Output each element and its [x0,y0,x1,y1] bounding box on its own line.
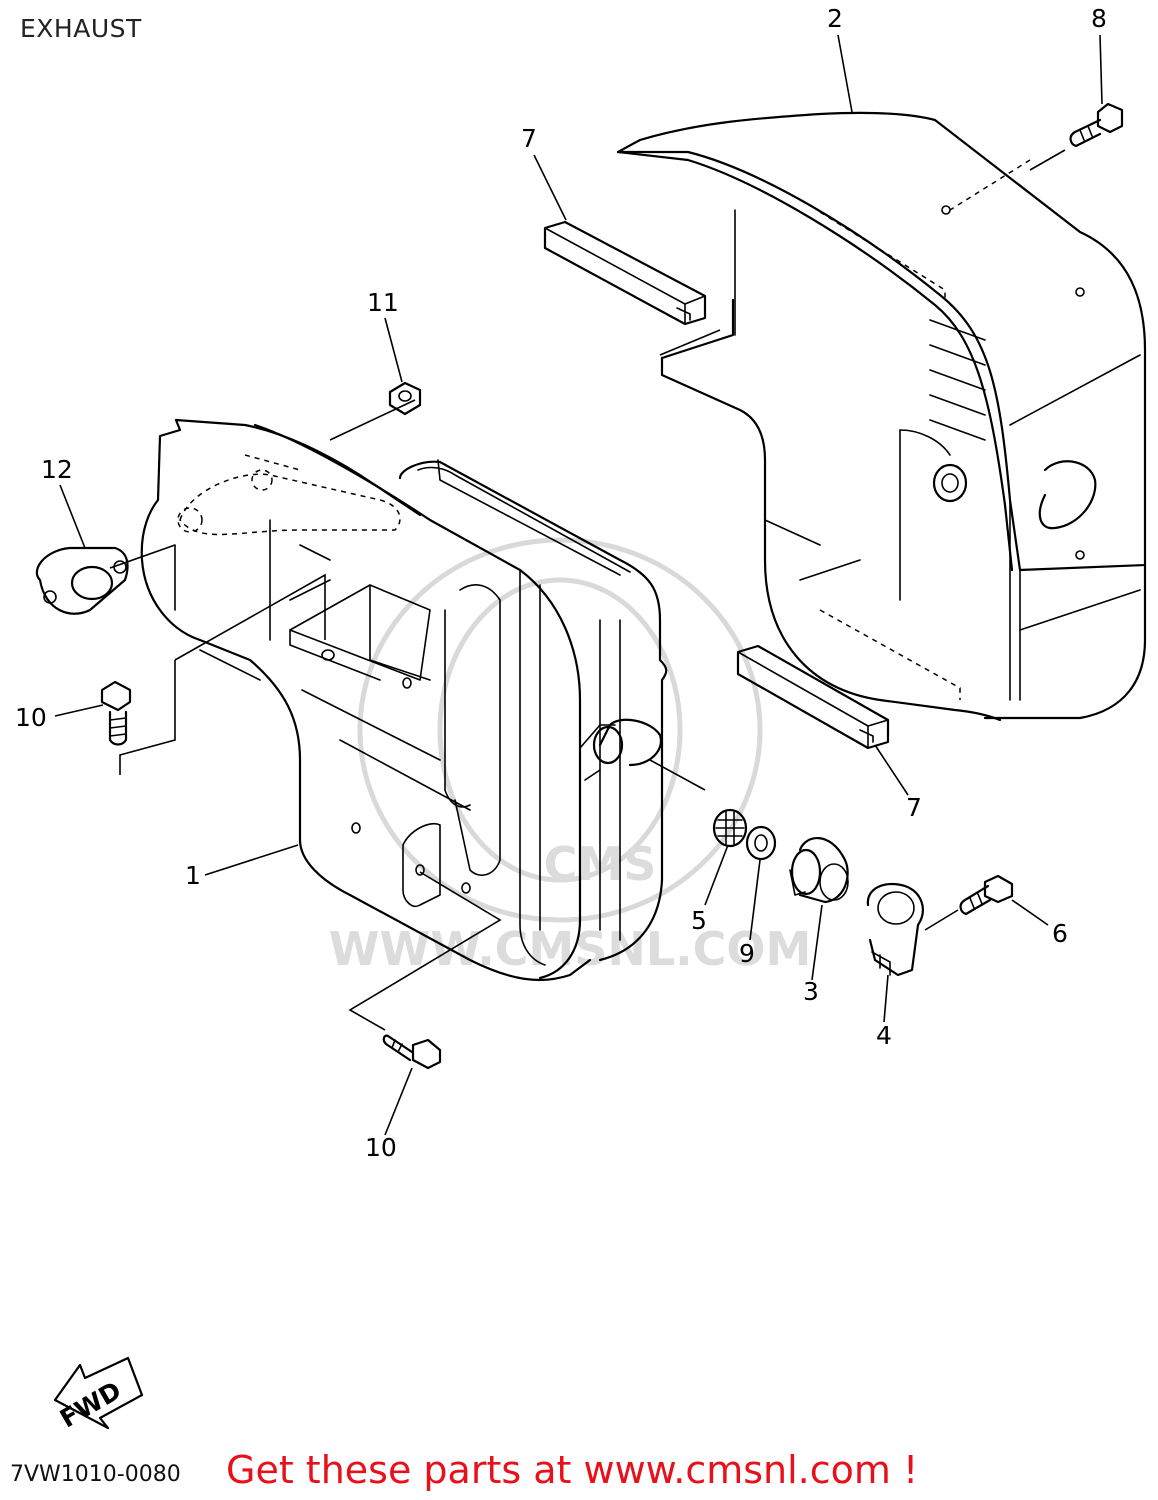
part-11-nut [388,381,422,416]
part-10-bolt-left [100,680,132,746]
part-1-muffler [140,418,668,982]
cmsnl-parts-link[interactable]: Get these parts at www.cmsnl.com ! [226,1448,919,1492]
part-7-rubber-strip-lower [736,644,890,750]
callout-1: 1 [185,861,201,890]
part-9-washer [745,825,777,861]
callout-11: 11 [367,288,399,317]
page-title: EXHAUST [20,14,142,43]
part-5-screen [712,808,748,848]
callout-7-lower: 7 [906,793,922,822]
part-3-cap [789,837,849,904]
callout-10-bottom: 10 [365,1133,397,1162]
part-4-clamp [866,882,924,977]
diagram-code: 7VW1010-0080 [10,1462,181,1487]
callout-6: 6 [1052,919,1068,948]
callout-9: 9 [739,939,755,968]
part-6-bolt [959,874,1014,916]
part-12-gasket [35,546,129,615]
callout-2: 2 [827,4,843,33]
callout-4: 4 [876,1021,892,1050]
callouts: 1 2 3 4 5 6 7 7 8 9 10 10 11 12 [15,4,1107,1162]
part-8-screw [1069,102,1124,148]
part-10-bolt-bottom [382,1034,442,1070]
part-2-heat-guard [616,111,1147,722]
callout-12: 12 [41,455,73,484]
part-7-rubber-strip-upper [543,220,721,356]
callout-8: 8 [1091,4,1107,33]
callout-7-upper: 7 [521,124,537,153]
assembly-lines [109,149,1066,1031]
watermark: CMS WWW.CMSNL.COM [329,537,812,976]
callout-3: 3 [803,977,819,1006]
watermark-site: WWW.CMSNL.COM [329,922,812,976]
callout-5: 5 [691,906,707,935]
fwd-arrow: FWD [53,1356,144,1433]
callout-10-left: 10 [15,703,47,732]
